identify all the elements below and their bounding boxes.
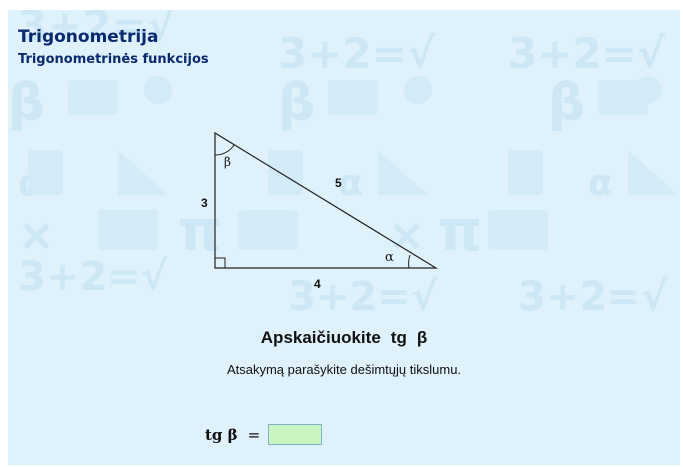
answer-function-label: tg [205,425,223,444]
side-hypotenuse-label: 5 [335,176,342,190]
answer-input[interactable] [268,424,323,445]
right-angle-marker [214,257,226,269]
answer-row: tg β = [205,424,323,445]
page-subtitle: Trigonometrinės funkcijos [18,52,209,67]
exercise-panel: 3+2=√ 3+2=√ 3+2=√ β β β α α α π π × × 3+… [8,10,680,465]
svg-text:3+2=√: 3+2=√ [18,10,176,50]
side-vertical-label: 3 [201,196,208,210]
answer-angle-label: β [227,425,238,444]
equals-sign: = [247,425,261,444]
angle-alpha-label: α [385,250,394,265]
page-title: Trigonometrija [18,27,159,47]
svg-text:×: × [388,210,425,261]
task-function: tg [390,328,407,347]
svg-text:β: β [548,73,585,133]
side-horizontal-label: 4 [314,277,321,291]
svg-text:3+2=√: 3+2=√ [288,274,438,320]
task-angle: β [416,328,428,347]
svg-text:×: × [18,210,55,261]
svg-text:3+2=√: 3+2=√ [508,29,666,78]
angle-beta-arc [214,144,235,156]
svg-text:π: π [438,199,482,264]
angle-beta-label: β [224,155,231,169]
svg-text:3+2=√: 3+2=√ [518,274,668,320]
triangle-outline [214,131,439,269]
svg-text:α: α [588,163,613,204]
angle-alpha-arc [408,254,411,269]
svg-text:α: α [338,163,363,204]
svg-text:3+2=√: 3+2=√ [278,29,436,78]
svg-text:β: β [278,73,315,133]
right-triangle-figure: β α 3 4 5 [201,131,439,291]
background-pattern: 3+2=√ 3+2=√ 3+2=√ β β β α α α π π × × 3+… [8,10,678,320]
task-instruction: Atsakymą parašykite dešimtųjų tikslumu. [226,362,462,377]
svg-text:β: β [8,73,45,133]
svg-text:3+2=√: 3+2=√ [18,254,168,300]
task-verb: Apskaičiuokite [260,328,381,347]
